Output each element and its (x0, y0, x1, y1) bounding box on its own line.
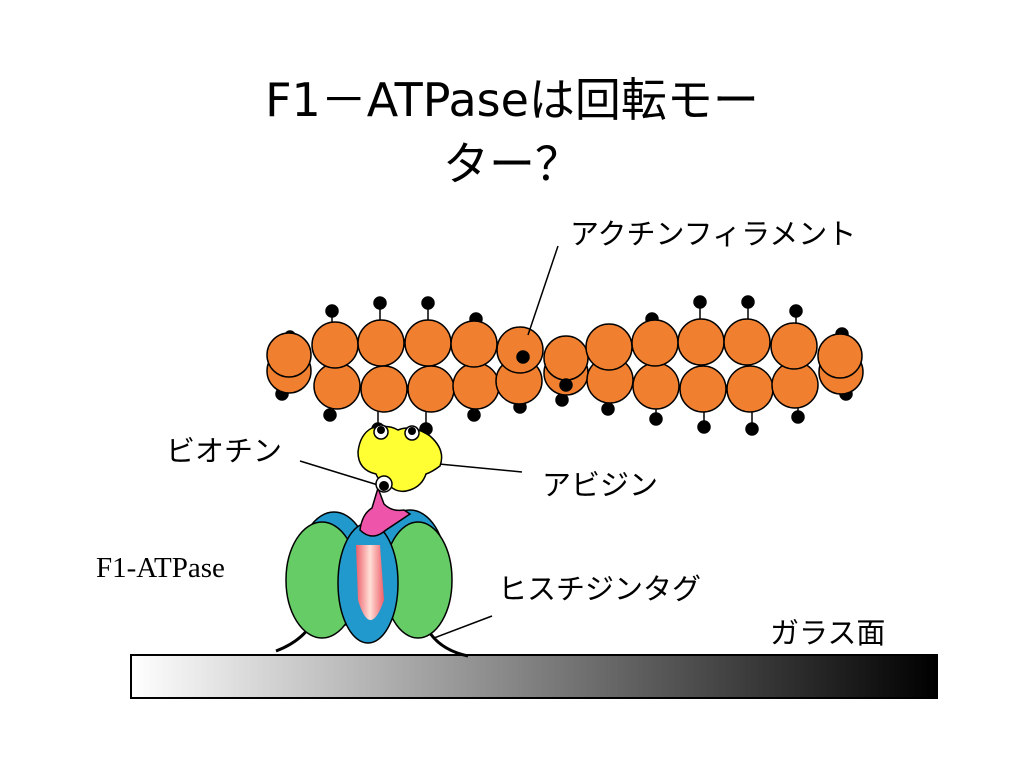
biotin-dot (379, 481, 389, 491)
f1-atpase-label: F1-ATPase (96, 552, 225, 584)
actin-dot (516, 350, 530, 364)
glass-surface (130, 654, 938, 699)
biotin-label: ビオチン (166, 434, 283, 468)
f1-atpase-complex (285, 485, 453, 644)
actin-pointer-line (527, 245, 559, 336)
avidin-shape (357, 425, 443, 493)
avidin-pointer-line (438, 463, 523, 473)
actin-beads-top (266, 318, 863, 381)
title-line-2: ター？ (443, 137, 581, 191)
glass-surface-label: ガラス面 (770, 616, 886, 650)
biotin-pointer-line (299, 460, 379, 486)
title-line-1: F1－ATPaseは回転モー (265, 73, 759, 127)
biotin-dot (377, 426, 385, 434)
histag-pointer-line (433, 615, 493, 639)
f1-right-stalk (426, 629, 469, 658)
actin-dot (559, 378, 573, 392)
avidin-label: アビジン (542, 468, 659, 502)
biotin-dot (408, 427, 416, 435)
actin-beads-bottom (266, 348, 864, 413)
actin-filament-label: アクチンフィラメント (570, 217, 857, 251)
actin-filament (266, 295, 864, 436)
slide-title: F1－ATPaseは回転モー ター？ (100, 68, 924, 196)
his-tag-label: ヒスチジンタグ (498, 572, 702, 606)
